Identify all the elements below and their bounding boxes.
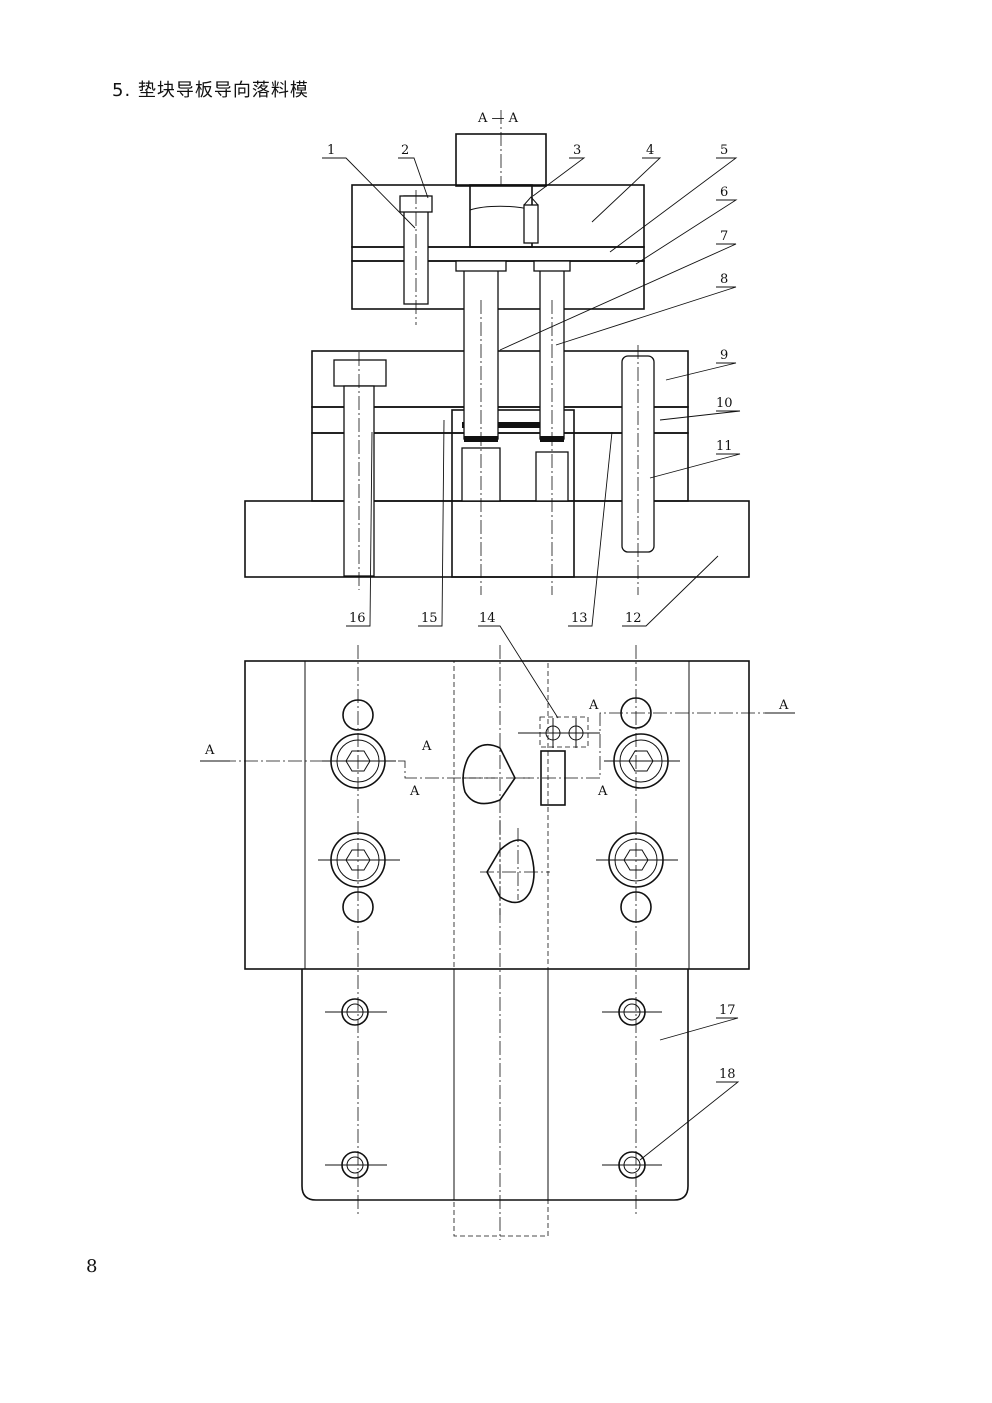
cut-letter-left: A	[204, 743, 215, 758]
dowel-hole	[342, 891, 374, 923]
callout-6: 6	[720, 185, 728, 200]
dowel-pin	[621, 345, 655, 595]
part-callouts: 1 2 3 4 5 6 7 8 9 10 11 12 13 1	[322, 143, 741, 627]
strip-material	[462, 422, 556, 428]
pilot-holes-frame	[539, 716, 589, 748]
plan-base-outline	[244, 660, 750, 970]
locating-pin	[523, 196, 539, 244]
callout-18: 18	[719, 1067, 736, 1082]
dowel-hole	[620, 891, 652, 923]
callout-16: 16	[349, 611, 366, 626]
screw-head	[596, 832, 678, 888]
screw-head	[322, 733, 396, 789]
small-screw	[325, 1151, 387, 1179]
die-opening-lower	[486, 839, 535, 904]
strip-channel	[453, 660, 549, 1237]
callout-12: 12	[625, 611, 642, 626]
screw-head	[604, 733, 680, 789]
cut-letter-mid-3: A	[588, 698, 599, 713]
page-number: 8	[86, 1256, 98, 1277]
dowel-hole	[620, 697, 652, 729]
callout-3: 3	[573, 143, 581, 158]
section-view: A — A	[244, 110, 750, 627]
callout-7: 7	[720, 229, 728, 244]
backing-plate	[351, 246, 645, 262]
cut-letter-mid-1: A	[421, 739, 432, 754]
plan-view: A A A A A A	[200, 611, 795, 1240]
pilot-slot	[540, 750, 566, 806]
cut-letter-right: A	[778, 698, 789, 713]
callout-8: 8	[720, 272, 728, 287]
page-title: 5. 垫块导板导向落料模	[112, 80, 309, 101]
callout-15: 15	[421, 611, 438, 626]
callout-11: 11	[716, 439, 733, 454]
socket-head-screw	[333, 352, 387, 590]
guide-extension-plate	[301, 969, 689, 1201]
dowel-hole	[342, 699, 374, 731]
section-label: A — A	[477, 111, 519, 126]
upper-die-plate	[351, 184, 645, 248]
callout-5: 5	[720, 143, 728, 158]
cut-letter-mid-2: A	[409, 784, 420, 799]
screw-head	[318, 832, 400, 888]
small-screw	[602, 998, 662, 1026]
cut-letter-mid-4: A	[597, 784, 608, 799]
blanking-opening	[451, 409, 575, 578]
small-screw	[325, 998, 387, 1026]
section-cut-line	[200, 760, 495, 779]
lower-die-base	[244, 500, 750, 578]
upper-screw	[399, 190, 433, 325]
callout-9: 9	[720, 348, 728, 363]
callout-1: 1	[327, 143, 335, 158]
die-opening-upper	[462, 743, 516, 805]
small-screw	[602, 1151, 662, 1179]
callout-10: 10	[716, 396, 733, 411]
callout-14: 14	[479, 611, 496, 626]
callout-17: 17	[719, 1003, 736, 1018]
callout-13: 13	[571, 611, 588, 626]
callout-2: 2	[401, 143, 409, 158]
callout-4: 4	[646, 143, 654, 158]
